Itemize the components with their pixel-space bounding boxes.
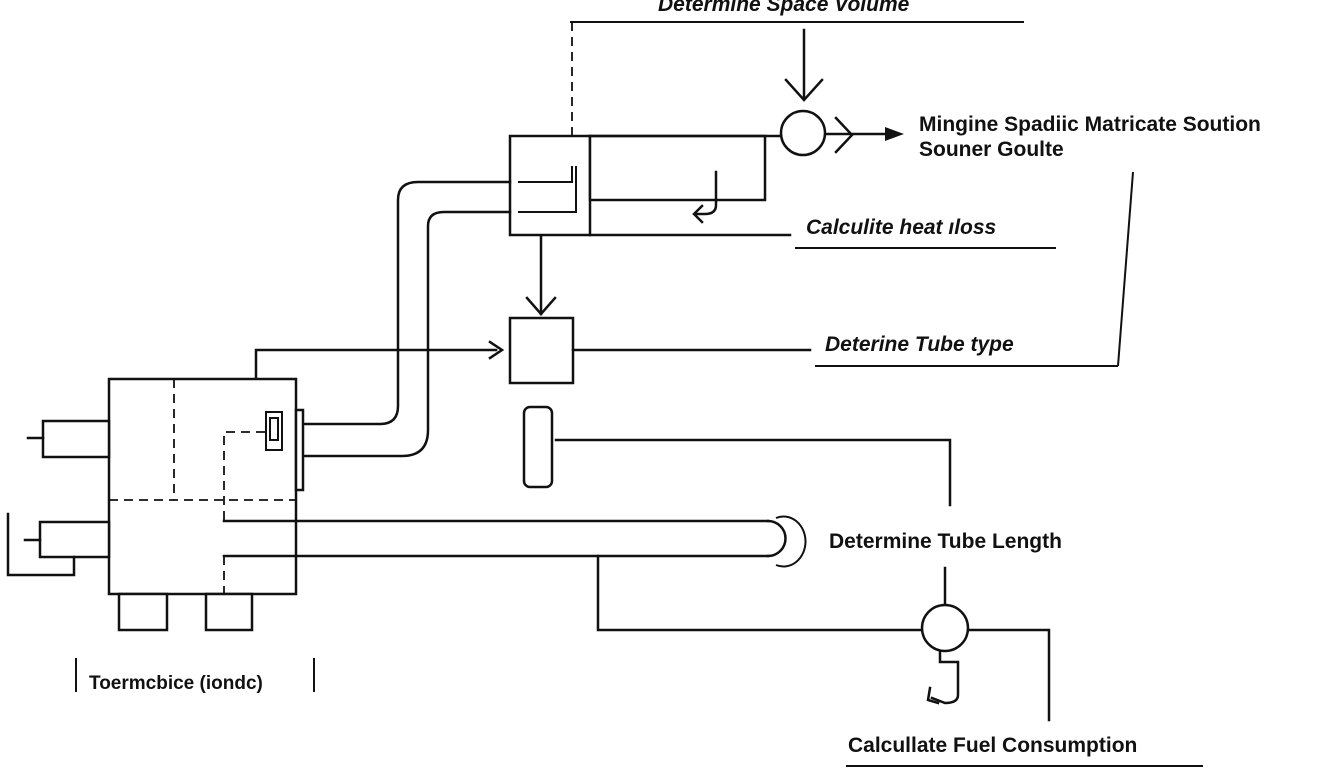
upper-box-return-arrowhead <box>692 204 704 224</box>
small-capsule <box>522 405 554 489</box>
long-tube-end-ring <box>775 515 807 568</box>
capsule-connector <box>554 438 952 507</box>
furnace-to-tube-type-line <box>254 348 498 382</box>
right-diagonal-connector <box>1117 171 1134 367</box>
fuel-junction-hook <box>930 650 960 705</box>
upper-process-box <box>508 134 592 237</box>
tube-type-box <box>508 316 575 385</box>
fuel-junction-output <box>966 628 1051 722</box>
arrow-to-tube-type-box-head <box>525 296 557 316</box>
fuel-junction-hook-head <box>926 686 940 705</box>
furnace-side-panel <box>294 408 305 492</box>
arrow-into-junction-head <box>784 78 824 102</box>
long-tube-cap <box>766 519 787 558</box>
label-heat-loss: Calculite heat ıloss <box>806 216 996 239</box>
furnace-body <box>107 377 298 596</box>
furnace-control-box-inner <box>269 417 279 441</box>
upper-box-inner-bracket <box>518 166 577 213</box>
furnace-control-box <box>265 411 283 451</box>
inlet-upper <box>41 419 111 459</box>
flue-pipe-outer <box>298 180 512 426</box>
inlet-lower-bracket <box>6 512 76 577</box>
long-tube <box>222 519 770 558</box>
label-space-volume: Determine Space Volume <box>658 0 910 16</box>
top-junction-circle <box>779 109 827 157</box>
inlet-lower <box>38 520 111 559</box>
label-tube-type: Deterine Tube type <box>825 333 1014 356</box>
label-matricate-line1: Mingine Spadiic Matricate Soution <box>919 113 1261 136</box>
label-source: Toermcbice (iondc) <box>89 673 263 694</box>
furnace-leg-right <box>204 592 254 632</box>
upper-process-box-right <box>588 134 767 202</box>
label-tube-length: Determine Tube Length <box>829 530 1062 553</box>
junction-output-arrowhead <box>885 127 904 141</box>
fuel-loop-line <box>596 554 924 632</box>
upper-box-return-arrow <box>694 170 718 216</box>
label-fuel-consumption: Calcullate Fuel Consumption <box>848 734 1137 757</box>
fuel-junction-circle <box>920 603 970 653</box>
label-matricate-line2: Souner Goulte <box>919 138 1064 161</box>
flue-pipe-inner <box>298 210 512 458</box>
furnace-to-tube-type-arrowhead <box>488 340 505 360</box>
furnace-leg-left <box>117 592 169 632</box>
